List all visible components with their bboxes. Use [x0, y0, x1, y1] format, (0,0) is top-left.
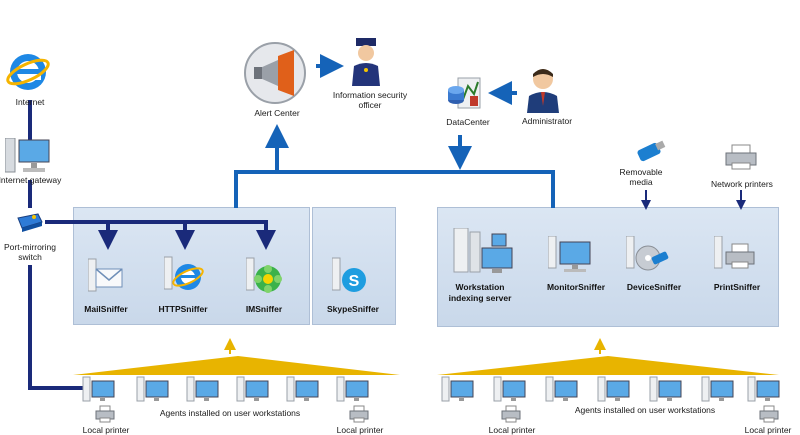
removable-media-text: Removable media [619, 167, 663, 187]
indexing-server-icon [452, 228, 516, 276]
monitorsniffer-label: MonitorSniffer [546, 282, 606, 292]
left-agents-label: Agents installed on user workstations [159, 408, 301, 418]
administrator-icon [524, 66, 562, 114]
mailsniffer-icon [88, 255, 124, 295]
mailsniffer-label: MailSniffer [84, 304, 128, 314]
skype-panel [312, 207, 396, 325]
network-printers-label: Network printers [711, 179, 773, 189]
left-printer-label-2: Local printer [336, 425, 384, 435]
httpsniffer-label: HTTPSniffer [158, 304, 208, 314]
gateway-computer-icon [5, 138, 51, 174]
gateway-label: Internet gateway [0, 175, 62, 185]
switch-icon [14, 210, 44, 232]
printsniffer-label: PrintSniffer [713, 282, 761, 292]
left-printer-label-1: Local printer [82, 425, 130, 435]
workstations-left [82, 376, 369, 402]
switch-label: Port-mirroring switch [0, 242, 62, 262]
security-officer-icon [348, 36, 384, 88]
internet-explorer-icon [5, 50, 51, 94]
right-printer-label-1: Local printer [488, 425, 536, 435]
imsniffer-icon [246, 256, 282, 296]
alert-center-label: Alert Center [254, 108, 300, 118]
removable-media-label: Removable media [612, 167, 670, 187]
workstations-right [441, 376, 780, 402]
httpsniffer-icon [164, 253, 204, 295]
usb-drive-icon [634, 140, 666, 164]
administrator-label: Administrator [521, 116, 573, 126]
skypesniffer-icon: S [332, 256, 368, 296]
datacenter-icon [446, 76, 490, 112]
svg-text:S: S [349, 273, 360, 290]
internet-label: Internet [15, 97, 45, 107]
skypesniffer-label: SkypeSniffer [327, 304, 379, 314]
officer-label: Information security officer [330, 90, 410, 110]
printsniffer-icon [714, 236, 758, 276]
right-agents-label: Agents installed on user workstations [574, 405, 716, 415]
switch-label-text: Port-mirroring switch [4, 242, 56, 262]
datacenter-label: DataCenter [446, 117, 490, 127]
right-printer-label-2: Local printer [744, 425, 792, 435]
imsniffer-label: IMSniffer [245, 304, 283, 314]
devicesniffer-label: DeviceSniffer [626, 282, 682, 292]
megaphone-icon [242, 40, 308, 106]
devicesniffer-icon [626, 236, 670, 276]
officer-label-text: Information security officer [332, 90, 408, 110]
indexing-server-label-1: Workstation [455, 282, 505, 292]
indexing-server-label-2: indexing server [448, 293, 512, 303]
monitorsniffer-icon [548, 236, 592, 276]
network-printer-icon [724, 143, 760, 171]
